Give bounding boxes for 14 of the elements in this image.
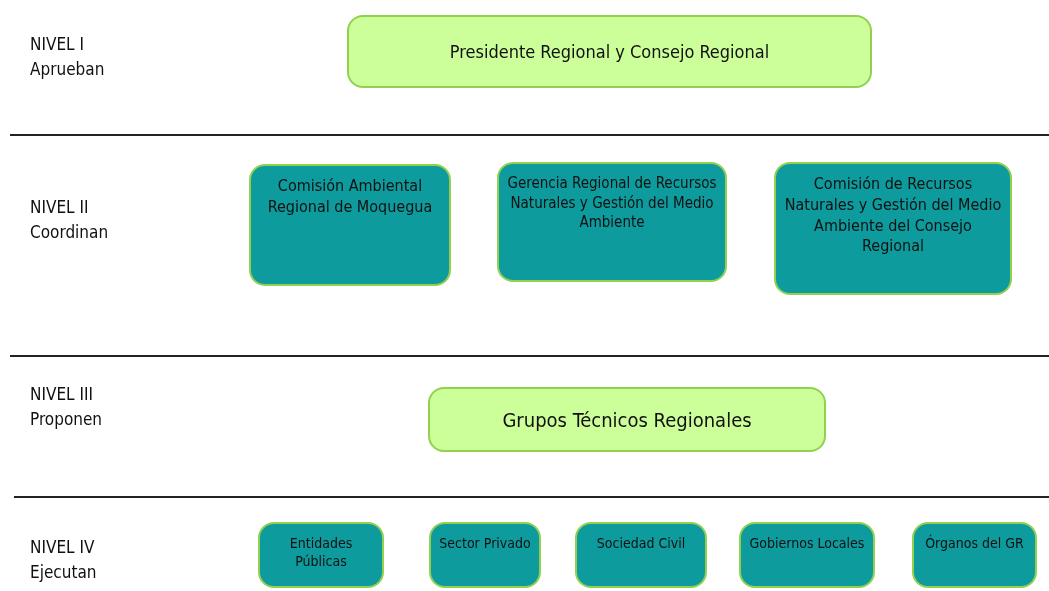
unit-box: Órganos del GR	[912, 522, 1037, 588]
level-label: NIVEL II Coordinan	[30, 196, 110, 244]
unit-box: Entidades Públicas	[258, 522, 384, 588]
unit-box: Gerencia Regional de Recursos Naturales y Gestión del Medio Ambiente	[497, 162, 727, 282]
unit-box: Comisión Ambiental Regional de Moquegua	[249, 164, 451, 286]
level-label: NIVEL I Aprueban	[30, 33, 106, 81]
level-box: Presidente Regional y Consejo Regional	[347, 15, 872, 88]
unit-box: Comisión de Recursos Naturales y Gestión del Medio Ambiente del Consejo Regional	[774, 162, 1012, 295]
unit-box: Gobiernos Locales	[739, 522, 875, 588]
level-label: NIVEL III Proponen	[30, 383, 104, 431]
unit-box: Sector Privado	[429, 522, 541, 588]
level-label: NIVEL IV Ejecutan	[30, 536, 98, 584]
unit-box: Sociedad Civil	[575, 522, 707, 588]
level-box: Grupos Técnicos Regionales	[428, 387, 826, 452]
